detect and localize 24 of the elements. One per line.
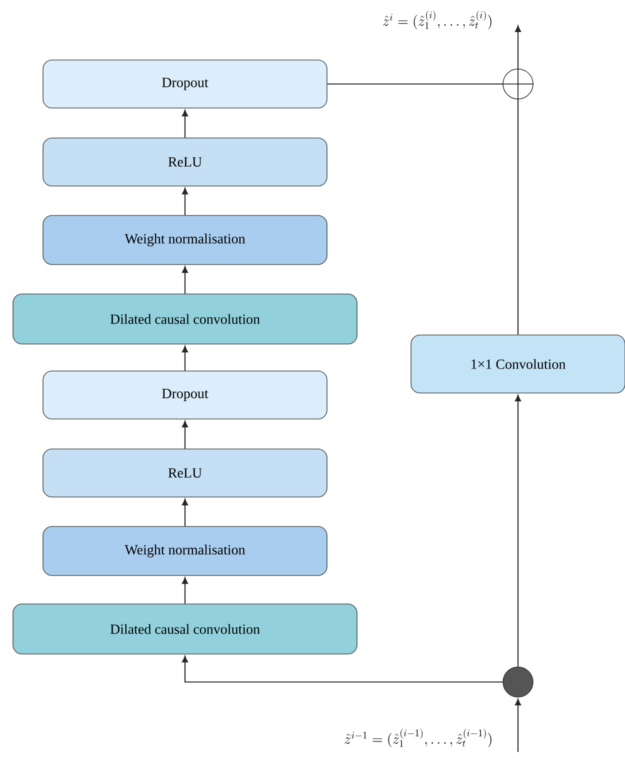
- junction-dot: [502, 666, 534, 698]
- arrow: [182, 498, 188, 526]
- convolution-box: 1×1 Convolution: [410, 334, 625, 394]
- relu-box: ReLU: [42, 448, 328, 498]
- formula-label: $\hat{z}^{i-1} = (\hat{z}_1^{(i-1)}, \ldots, \hat{z}_t^{(i-1)})$: [344, 728, 492, 748]
- arrow: [182, 346, 188, 371]
- convolution-box: Dilated causal convolution: [12, 294, 358, 344]
- normalisation-box: Weight normalisation: [42, 526, 328, 576]
- arrow: [515, 394, 522, 667]
- dropout-box: Dropout: [42, 60, 328, 108]
- relu-box: ReLU: [42, 138, 328, 186]
- arrow: [515, 25, 522, 69]
- arrow: [182, 656, 503, 683]
- arrow: [515, 698, 522, 752]
- arrow: [182, 577, 188, 604]
- formula-label: $\hat{z}^{i} = (\hat{z}_1^{(i)}, \ldots, \hat{z}_t^{(i)})$: [382, 10, 492, 30]
- arrow: [182, 420, 188, 449]
- sum-symbol: [502, 68, 534, 100]
- arrow: [182, 110, 188, 138]
- arrow: [182, 188, 188, 216]
- normalisation-box: Weight normalisation: [42, 215, 328, 265]
- dropout-box: Dropout: [42, 370, 328, 420]
- convolution-box: Dilated causal convolution: [12, 604, 358, 654]
- arrow: [182, 266, 188, 294]
